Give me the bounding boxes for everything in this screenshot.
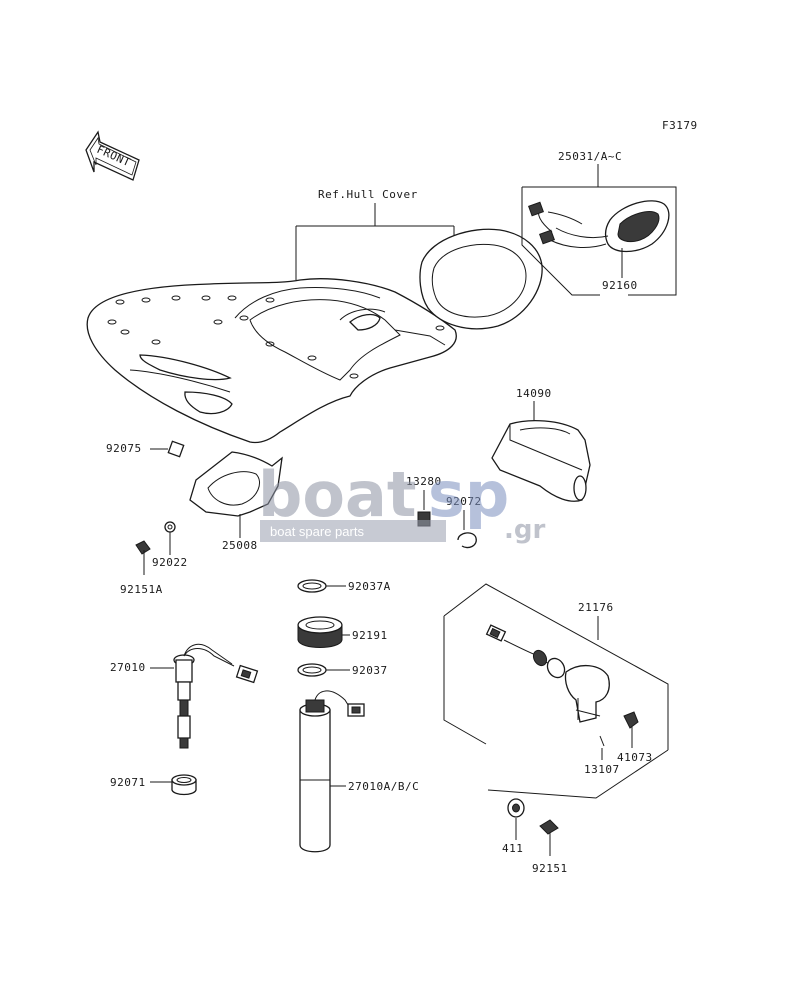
front-arrow-icon: FRONT: [85, 130, 140, 181]
boot-92191: [297, 616, 343, 648]
part-label-411: 411: [502, 842, 523, 855]
part-label-13107: 13107: [584, 763, 620, 776]
screw-92151: [539, 819, 559, 856]
part-label-92037: 92037: [352, 664, 388, 677]
watermark-brand-left: boat: [258, 458, 416, 531]
part-label-27010: 27010: [110, 661, 146, 674]
clip-41073: [623, 711, 639, 729]
grommet-92071: [171, 774, 197, 796]
clamp-92072: [457, 532, 477, 549]
sensor-27010: [173, 643, 259, 749]
clamp-92037: [297, 663, 327, 677]
part-label-21176: 21176: [578, 601, 614, 614]
washer-411: [507, 798, 525, 818]
part-label-92075: 92075: [106, 442, 142, 455]
watermark-tagline: boat spare parts: [270, 524, 364, 539]
part-label-25031: 25031/A~C: [558, 150, 622, 163]
washer-92022: [164, 521, 176, 533]
screw-92151A: [135, 540, 151, 575]
part-label-92151A: 92151A: [120, 583, 163, 596]
clip-92075: [167, 440, 185, 458]
part-label-92022: 92022: [152, 556, 188, 569]
cover-part-14090: [491, 420, 591, 502]
part-label-25008: 25008: [222, 539, 258, 552]
watermark-domain: .gr: [504, 515, 545, 545]
meter-assembly: [521, 164, 677, 296]
part-label-92191: 92191: [352, 629, 388, 642]
watermark-logo: boat sp .gr boat spare parts: [258, 458, 545, 545]
watermark-brand-right: sp: [428, 458, 509, 531]
part-label-92037A: 92037A: [348, 580, 391, 593]
sensor-tube-27010ABC: [299, 690, 365, 853]
ref-hull-cover-label: Ref.Hull Cover: [318, 188, 418, 201]
switch-assembly-21176: [443, 583, 669, 799]
clamp-92037A: [297, 579, 327, 593]
part-label-13280: 13280: [406, 475, 442, 488]
part-label-92151: 92151: [532, 862, 568, 875]
part-label-27010ABC: 27010A/B/C: [348, 780, 419, 793]
part-label-41073: 41073: [617, 751, 653, 764]
part-label-92071: 92071: [110, 776, 146, 789]
part-label-14090: 14090: [516, 387, 552, 400]
pin-13107: [599, 735, 605, 747]
display-bezel: [419, 228, 543, 330]
part-label-92160: 92160: [602, 279, 638, 292]
hull-cover: [86, 278, 457, 444]
part-label-92072: 92072: [446, 495, 482, 508]
figure-code: F3179: [662, 119, 698, 132]
